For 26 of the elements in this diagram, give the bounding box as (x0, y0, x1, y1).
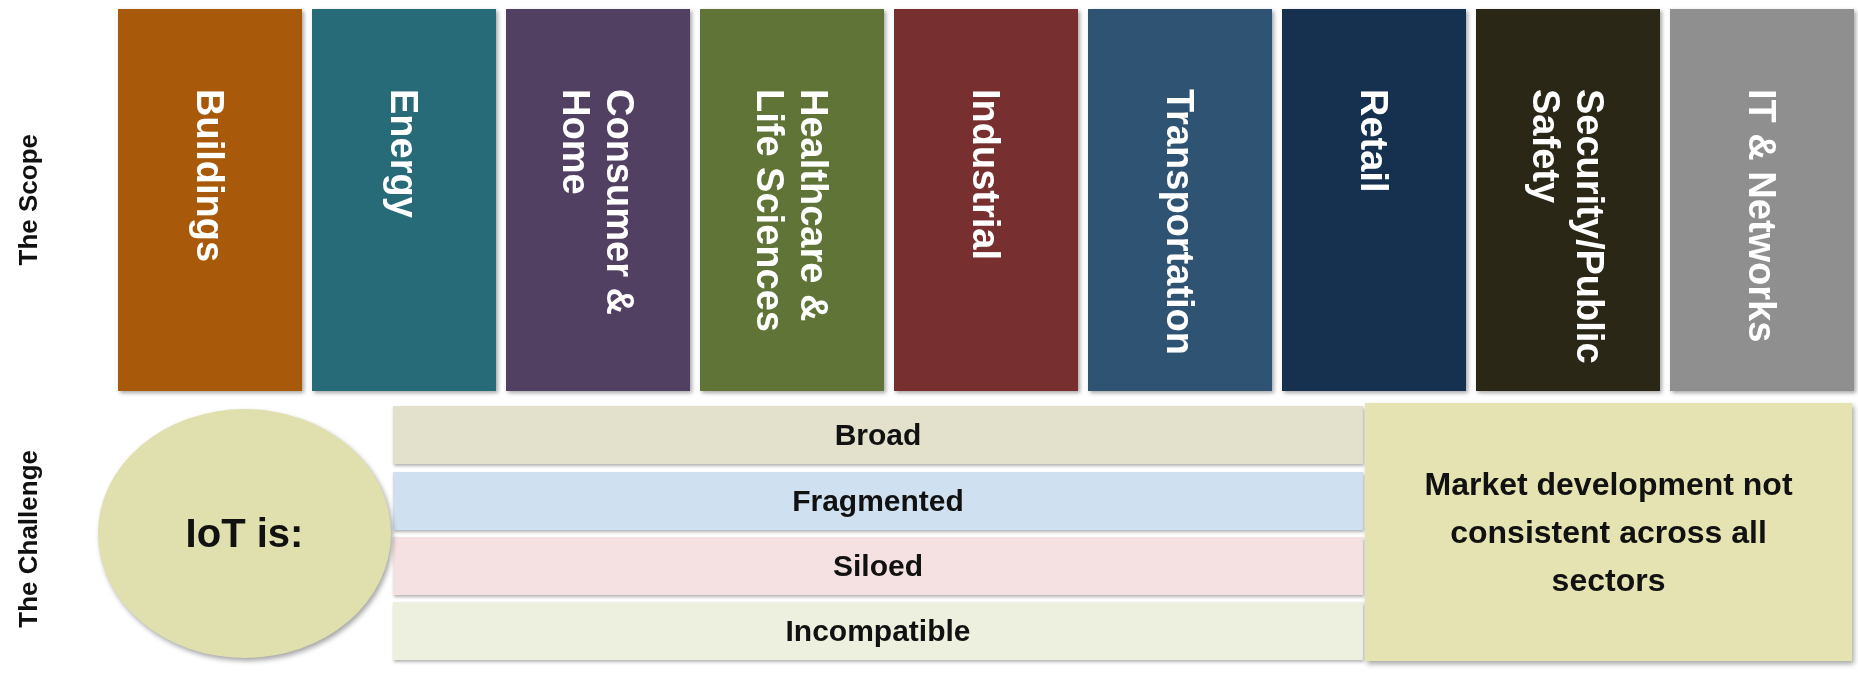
sector-label: Transportation (1158, 89, 1202, 356)
sector-box (1282, 9, 1466, 391)
sector-box (700, 9, 884, 391)
sector-label: Security/Public Safety (1524, 89, 1612, 366)
sector-box (312, 9, 496, 391)
row-label: The Scope (12, 134, 44, 266)
row-label: The Challenge (12, 449, 44, 628)
challenge-bar: Incompatible (393, 602, 1363, 660)
sector-label: Consumer & Home (554, 89, 642, 317)
challenge-bar: Fragmented (393, 472, 1363, 530)
summary-box: Market development not consistent across all sectors (1365, 403, 1852, 661)
sector-label: IT & Networks (1740, 89, 1784, 343)
sector-box (894, 9, 1078, 391)
challenge-bar: Broad (393, 406, 1363, 464)
sector-label: Buildings (188, 89, 232, 263)
challenge-bar: Siloed (393, 537, 1363, 595)
sector-box (1670, 9, 1854, 391)
sector-box (1088, 9, 1272, 391)
sector-box (506, 9, 690, 391)
sector-box (1476, 9, 1660, 391)
sector-label: Retail (1352, 89, 1396, 193)
sector-label: Energy (382, 89, 426, 218)
sector-box (118, 9, 302, 391)
sector-label: Industrial (964, 89, 1008, 261)
iot-circle: IoT is: (98, 409, 391, 658)
sector-label: Healthcare & Life Sciences (748, 89, 836, 334)
